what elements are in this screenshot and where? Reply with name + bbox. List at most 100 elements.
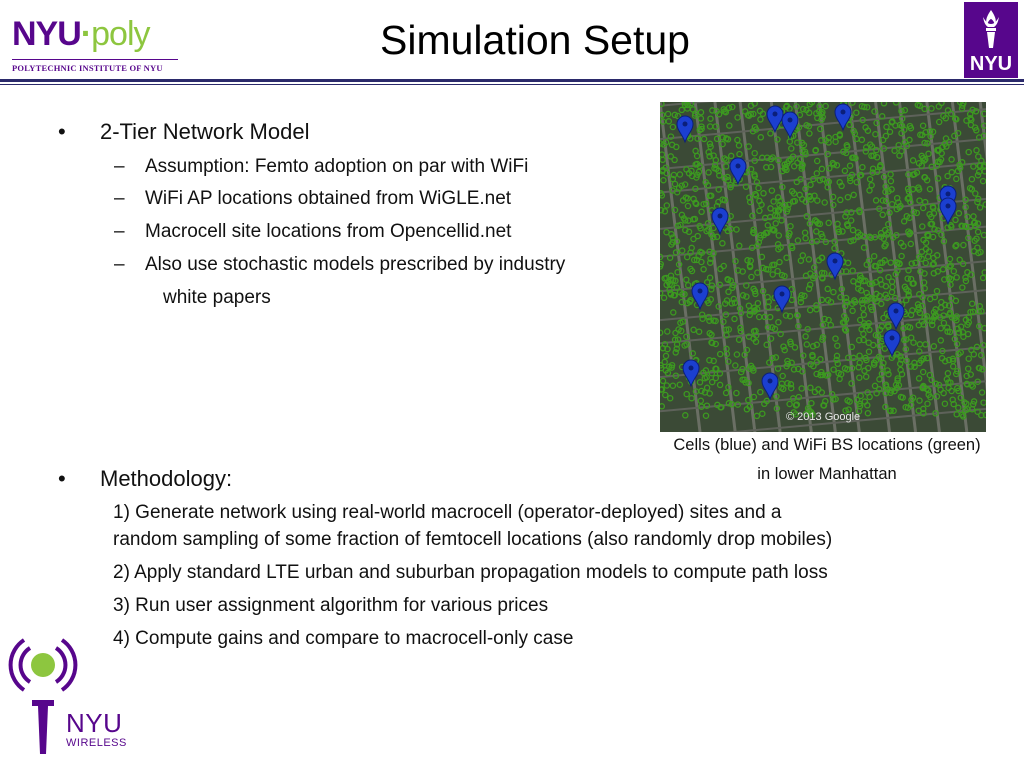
wifi-marker: [868, 306, 876, 313]
wifi-marker: [965, 314, 973, 321]
wifi-marker: [956, 102, 964, 106]
wifi-marker: [692, 185, 699, 192]
wifi-marker: [916, 348, 923, 355]
wifi-marker: [894, 267, 901, 274]
wifi-marker: [884, 367, 891, 374]
wifi-marker: [866, 326, 873, 334]
wifi-marker: [978, 389, 986, 396]
wifi-marker: [707, 296, 715, 303]
cell-marker-center: [682, 121, 688, 127]
wifi-marker: [754, 269, 761, 276]
wifi-marker: [678, 106, 686, 114]
wifi-marker: [856, 276, 863, 284]
wifi-marker: [684, 202, 692, 210]
wifi-marker: [722, 163, 730, 170]
wifi-marker: [710, 250, 717, 257]
wifi-marker: [933, 162, 941, 169]
wifi-marker: [887, 177, 895, 185]
wifi-marker: [793, 103, 800, 110]
wifi-marker: [930, 270, 938, 277]
wifi-marker: [908, 260, 916, 267]
wifi-marker: [682, 412, 689, 419]
wifi-marker: [678, 211, 686, 219]
wifi-marker: [723, 297, 731, 304]
wifi-marker: [953, 241, 960, 249]
wifi-marker: [758, 201, 765, 208]
wifi-marker: [855, 407, 863, 415]
wifi-marker: [957, 394, 965, 401]
wifi-marker: [698, 123, 705, 130]
wifi-marker: [703, 227, 710, 235]
wifi-marker: [944, 328, 951, 335]
wifi-marker: [670, 309, 677, 316]
wifi-marker: [809, 411, 816, 418]
wifi-marker: [888, 186, 895, 193]
wifi-marker: [876, 376, 883, 383]
wifi-marker: [684, 299, 691, 307]
wifi-marker: [803, 341, 811, 348]
wifi-marker: [878, 370, 886, 378]
nyu-poly-logo: NYU·poly POLYTECHNIC INSTITUTE OF NYU: [8, 8, 178, 73]
wifi-marker: [965, 148, 972, 156]
wifi-marker: [689, 350, 697, 357]
wifi-marker: [883, 123, 890, 131]
wifi-marker: [753, 412, 761, 420]
wifi-marker: [920, 410, 927, 417]
wifi-marker: [903, 142, 911, 150]
cell-marker-center: [832, 258, 838, 264]
wifi-marker: [712, 365, 719, 373]
wifi-marker: [683, 276, 690, 283]
wifi-marker: [679, 197, 687, 204]
wifi-marker: [980, 122, 986, 129]
wifi-marker: [955, 404, 962, 412]
wifi-marker: [867, 234, 875, 242]
wifi-marker: [974, 378, 981, 385]
wifi-marker: [683, 166, 690, 173]
logo-rule: [12, 59, 178, 60]
wifi-marker: [922, 259, 929, 267]
wifi-marker: [670, 171, 678, 179]
cell-marker-center: [767, 378, 773, 384]
wifi-marker: [948, 168, 956, 176]
wifi-marker: [916, 197, 923, 204]
map-street: [660, 161, 986, 194]
wifi-marker: [873, 119, 880, 127]
wifi-marker: [819, 333, 827, 341]
wifi-marker: [918, 248, 926, 255]
wifi-marker: [856, 400, 863, 408]
wifi-marker: [779, 183, 786, 191]
wifi-marker: [660, 102, 665, 108]
wifi-marker: [722, 389, 730, 397]
wifi-marker: [797, 257, 805, 264]
wifi-marker: [872, 197, 880, 204]
wifi-marker: [807, 384, 814, 391]
wifi-marker: [924, 400, 931, 407]
wifi-marker: [734, 114, 741, 121]
wifi-marker: [860, 244, 868, 251]
cell-marker-icon: [766, 105, 784, 134]
wifi-marker: [787, 338, 794, 346]
wifi-marker: [877, 233, 885, 240]
wifi-marker: [850, 278, 857, 285]
wifi-marker: [966, 110, 974, 118]
cell-marker-center: [889, 335, 895, 341]
wifi-marker: [660, 294, 668, 302]
wifi-marker: [959, 328, 967, 336]
wifi-marker: [713, 233, 721, 241]
wifi-marker: [719, 240, 726, 247]
wifi-marker: [788, 296, 796, 304]
wifi-marker: [815, 108, 823, 115]
wifi-marker: [762, 265, 770, 273]
wifi-marker: [727, 152, 735, 160]
wifi-marker: [966, 184, 974, 192]
wifi-marker: [846, 121, 853, 129]
map-street: [693, 102, 737, 432]
wifi-marker: [703, 384, 711, 392]
wifi-marker: [884, 322, 892, 329]
wifi-marker: [712, 374, 720, 382]
wifi-marker: [879, 197, 887, 204]
wifi-marker: [811, 272, 818, 280]
wifi-marker: [934, 175, 942, 182]
wifi-marker: [943, 375, 951, 383]
wifi-marker: [808, 238, 816, 246]
